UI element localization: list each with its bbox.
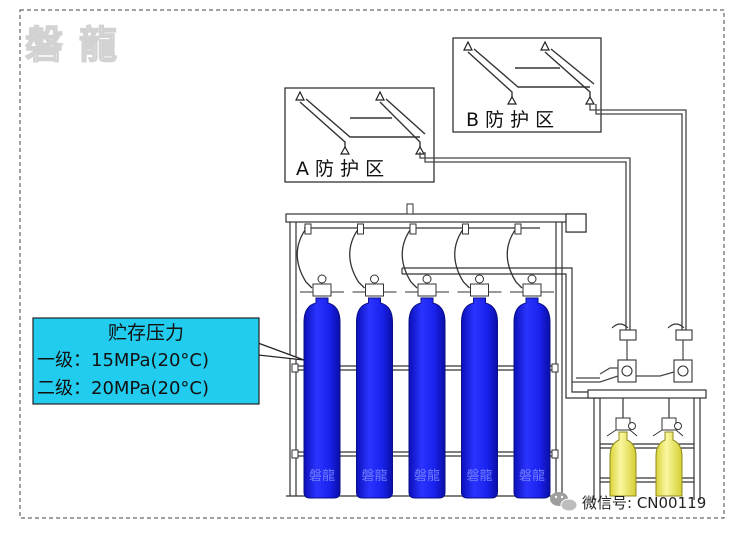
selector-valve-b: [667, 323, 693, 383]
check-valve-icon: [357, 223, 364, 235]
cylinder-logo: 磐龍: [414, 468, 440, 484]
cylinder-logo: 磐龍: [309, 468, 335, 484]
flex-hose: [296, 225, 313, 289]
pilot-cylinder-rack: [587, 389, 707, 500]
zone-a-label: A 防 护 区: [296, 158, 384, 180]
wechat-icon: [550, 492, 578, 512]
storage-cylinder: 磐龍: [506, 223, 554, 499]
storage-cylinder: 磐龍: [401, 223, 449, 499]
zone-a-box: A 防 护 区: [284, 87, 435, 183]
wechat-badge: 微信号: CN00119: [550, 492, 706, 512]
cylinder-valve-icon: [470, 283, 489, 297]
storage-pressure-callout: 贮存压力 一级：15MPa(20°C) 二级：20MPa(20°C): [32, 317, 305, 405]
cylinder-valve-icon: [522, 283, 542, 297]
zone-b-box: B 防 护 区: [452, 37, 602, 133]
wechat-id-label: 微信号: CN00119: [582, 494, 706, 512]
check-valve-icon: [514, 223, 522, 235]
pilot-gauge-icon: [628, 422, 636, 430]
cylinder-body: [303, 297, 341, 499]
pilot-cylinder-body: [655, 431, 683, 497]
storage-cylinder: 磐龍: [296, 223, 344, 499]
strap-bolt-icons: [291, 363, 559, 459]
zone-b-nozzle-icon: [463, 40, 596, 105]
pressure-gauge-icon: [475, 274, 484, 284]
check-valve-icon: [409, 223, 417, 235]
zone-supply-pipes: [419, 104, 687, 330]
pressure-gauge-icon: [370, 274, 379, 284]
storage-cylinder: 磐龍: [349, 223, 397, 499]
zone-b-nozzle-piping: [467, 48, 595, 100]
pressure-gauge-icon: [317, 274, 327, 284]
pilot-gauge-icon: [674, 422, 682, 430]
cylinder-valve-icon: [312, 283, 332, 297]
check-valve-icon: [462, 223, 469, 235]
pilot-valve-icon: [615, 417, 631, 431]
cylinder-body: [356, 297, 393, 499]
flex-hose: [454, 225, 470, 289]
callout-line-2: 二级：20MPa(20°C): [37, 378, 209, 399]
pilot-valve-icon: [661, 417, 677, 431]
main-cylinder-bank: 磐龍 磐龍 磐龍 磐龍 磐龍: [296, 223, 554, 499]
pressure-gauge-icon: [527, 274, 537, 284]
callout-box: [32, 317, 260, 405]
cylinder-logo: 磐龍: [466, 468, 492, 484]
cylinder-valve-icon: [365, 283, 384, 297]
cylinder-logo: 磐龍: [361, 468, 387, 484]
cylinder-logo: 磐龍: [519, 468, 545, 484]
zone-b-label: B 防 护 区: [466, 109, 554, 131]
cylinder-valve-icon: [417, 283, 437, 297]
distribution-pipes: [572, 340, 684, 383]
callout-line-1: 一级：15MPa(20°C): [37, 350, 209, 371]
pilot-actuator-icon: [652, 429, 684, 437]
storage-cylinder: 磐龍: [454, 223, 502, 499]
pilot-cylinder: [652, 398, 684, 497]
flex-hose: [401, 225, 418, 289]
cylinder-body: [513, 297, 551, 499]
check-valve-icon: [304, 223, 312, 235]
pressure-gauge-icon: [422, 274, 432, 284]
outer-border: [19, 9, 725, 519]
flex-hose: [506, 225, 523, 289]
pilot-cylinder-bank: [606, 398, 684, 497]
watermark-logo: 磐龍: [25, 23, 133, 67]
pilot-actuator-icon: [606, 429, 638, 437]
pilot-cylinder: [606, 398, 638, 497]
selector-valve-a: [611, 323, 637, 383]
top-pressure-gauge-icon: [406, 203, 414, 215]
callout-pointer: [257, 342, 305, 361]
cylinder-body: [461, 297, 498, 499]
cylinder-body: [408, 297, 446, 499]
callout-title: 贮存压力: [108, 322, 184, 344]
flex-hose: [349, 225, 365, 289]
pilot-cylinder-body: [609, 431, 637, 497]
